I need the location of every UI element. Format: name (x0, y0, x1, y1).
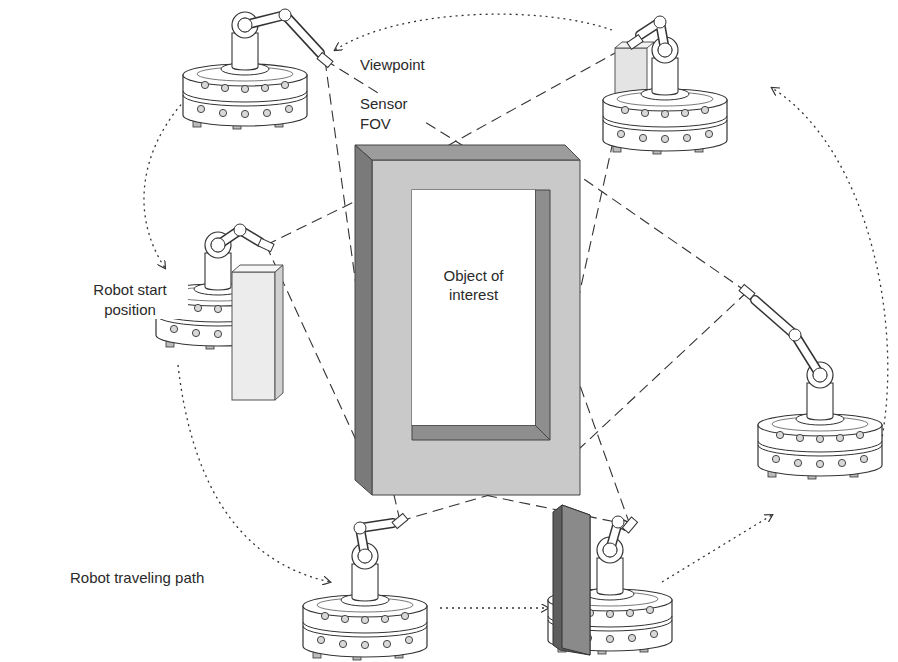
travel-path-label: Robot traveling path (68, 568, 206, 588)
start-position-label: Robot start position (72, 280, 188, 319)
node-label: Object of interest (434, 266, 514, 305)
obstacle-box (232, 265, 283, 400)
mobile-robot (303, 513, 427, 660)
mobile-robot (183, 9, 333, 129)
object-box: Object of interest (412, 190, 535, 425)
object-frame (355, 145, 580, 495)
obstacle-panel (553, 505, 590, 655)
mobile-robot (739, 284, 882, 479)
sensor-fov-label: Sensor FOV (358, 94, 424, 133)
mobile-robot (603, 16, 727, 154)
viewpoint-label: Viewpoint (358, 55, 427, 75)
